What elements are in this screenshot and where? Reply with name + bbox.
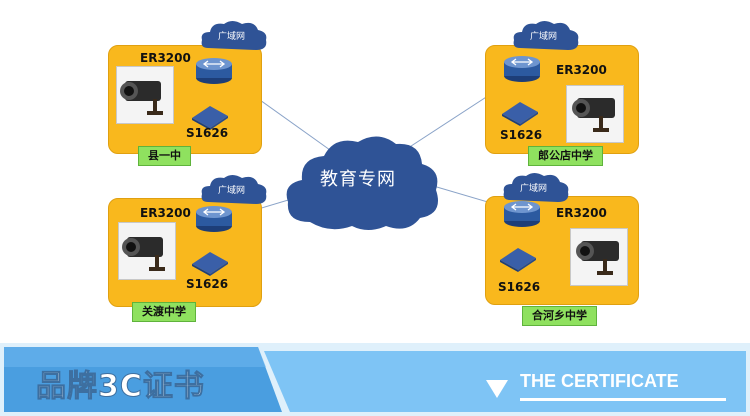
- router-label: ER3200: [140, 206, 191, 220]
- school-tag: 郎公店中学: [528, 146, 603, 166]
- switch-label: S1626: [186, 126, 229, 140]
- school-tag: 县一中: [138, 146, 191, 166]
- switch-icon: [192, 252, 228, 276]
- router-label: ER3200: [556, 63, 607, 77]
- switch-icon: [192, 106, 228, 130]
- wan-cloud-icon: [513, 21, 579, 50]
- cloud-icon: [286, 136, 438, 230]
- switch-label: S1626: [498, 280, 541, 294]
- wan-label: 广域网: [218, 32, 246, 42]
- camera-icon: [116, 66, 174, 124]
- center-label: 教育专网: [320, 169, 396, 190]
- wan-label: 广域网: [530, 32, 558, 42]
- wan-cloud-icon: [201, 21, 267, 50]
- router-label: ER3200: [140, 51, 191, 65]
- certificate-banner: [0, 343, 750, 416]
- router-icon: [504, 201, 540, 227]
- banner-underline: [520, 398, 726, 401]
- camera-icon: [570, 228, 628, 286]
- school-tag: 合河乡中学: [522, 306, 597, 326]
- arrow-down-icon: [486, 380, 508, 398]
- router-icon: [196, 206, 232, 232]
- camera-icon: [566, 85, 624, 143]
- router-icon: [196, 58, 232, 84]
- router-label: ER3200: [556, 206, 607, 220]
- router-icon: [504, 56, 540, 82]
- banner-subtitle: THE CERTIFICATE: [520, 371, 679, 391]
- banner-title: 品牌3C证书: [36, 369, 205, 405]
- switch-label: S1626: [500, 128, 543, 142]
- camera-icon: [118, 222, 176, 280]
- wan-cloud-icon: [201, 175, 267, 204]
- switch-icon: [500, 248, 536, 272]
- wan-cloud-icon: [503, 173, 569, 202]
- wan-label: 广域网: [218, 186, 246, 196]
- switch-icon: [502, 102, 538, 126]
- school-tag: 关渡中学: [132, 302, 196, 322]
- wan-label: 广域网: [520, 184, 548, 194]
- switch-label: S1626: [186, 277, 229, 291]
